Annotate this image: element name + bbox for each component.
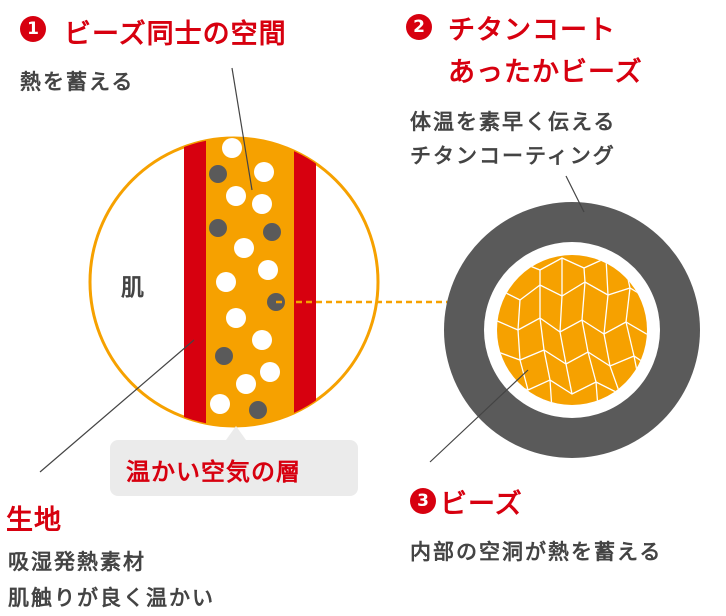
skin-label: 肌 xyxy=(121,275,146,301)
warm-air-bubble xyxy=(110,440,358,496)
number-badge-1: 1 xyxy=(20,16,46,42)
fabric-desc-line1: 吸湿発熱素材 xyxy=(8,550,146,574)
magnified-cross-section xyxy=(88,136,380,428)
warm-air-bubble-tail xyxy=(226,426,246,440)
beads-gap-desc: 熱を蓄える xyxy=(20,70,135,94)
titan-coating-desc-line1: 体温を素早く伝える xyxy=(410,110,617,134)
bead-desc: 内部の空洞が熱を蓄える xyxy=(410,540,663,564)
leader-fabric xyxy=(39,339,195,473)
number-badge-2: 2 xyxy=(406,14,432,40)
titan-beads-title-line1: チタンコート xyxy=(448,15,616,46)
fabric-desc-line2: 肌触りが良く温かい xyxy=(8,586,215,610)
leader-beads-gap xyxy=(231,67,253,191)
fabric-layer-left xyxy=(184,138,206,426)
bead-title: ビーズ xyxy=(440,489,523,520)
fabric-layer-right xyxy=(294,138,316,426)
warm-air-label: 温かい空気の層 xyxy=(126,458,301,486)
titan-beads-title-line2: あったかビーズ xyxy=(448,57,643,88)
bead-cross-section xyxy=(444,202,700,458)
fabric-title: 生地 xyxy=(6,505,62,536)
number-badge-3: 3 xyxy=(410,488,436,514)
titan-coating-desc-line2: チタンコーティング xyxy=(410,144,616,168)
leader-bead xyxy=(429,369,529,463)
beads-gap-title: ビーズ同士の空間 xyxy=(64,19,287,50)
bead-dots xyxy=(209,138,285,419)
leader-titan-coating xyxy=(565,175,585,213)
